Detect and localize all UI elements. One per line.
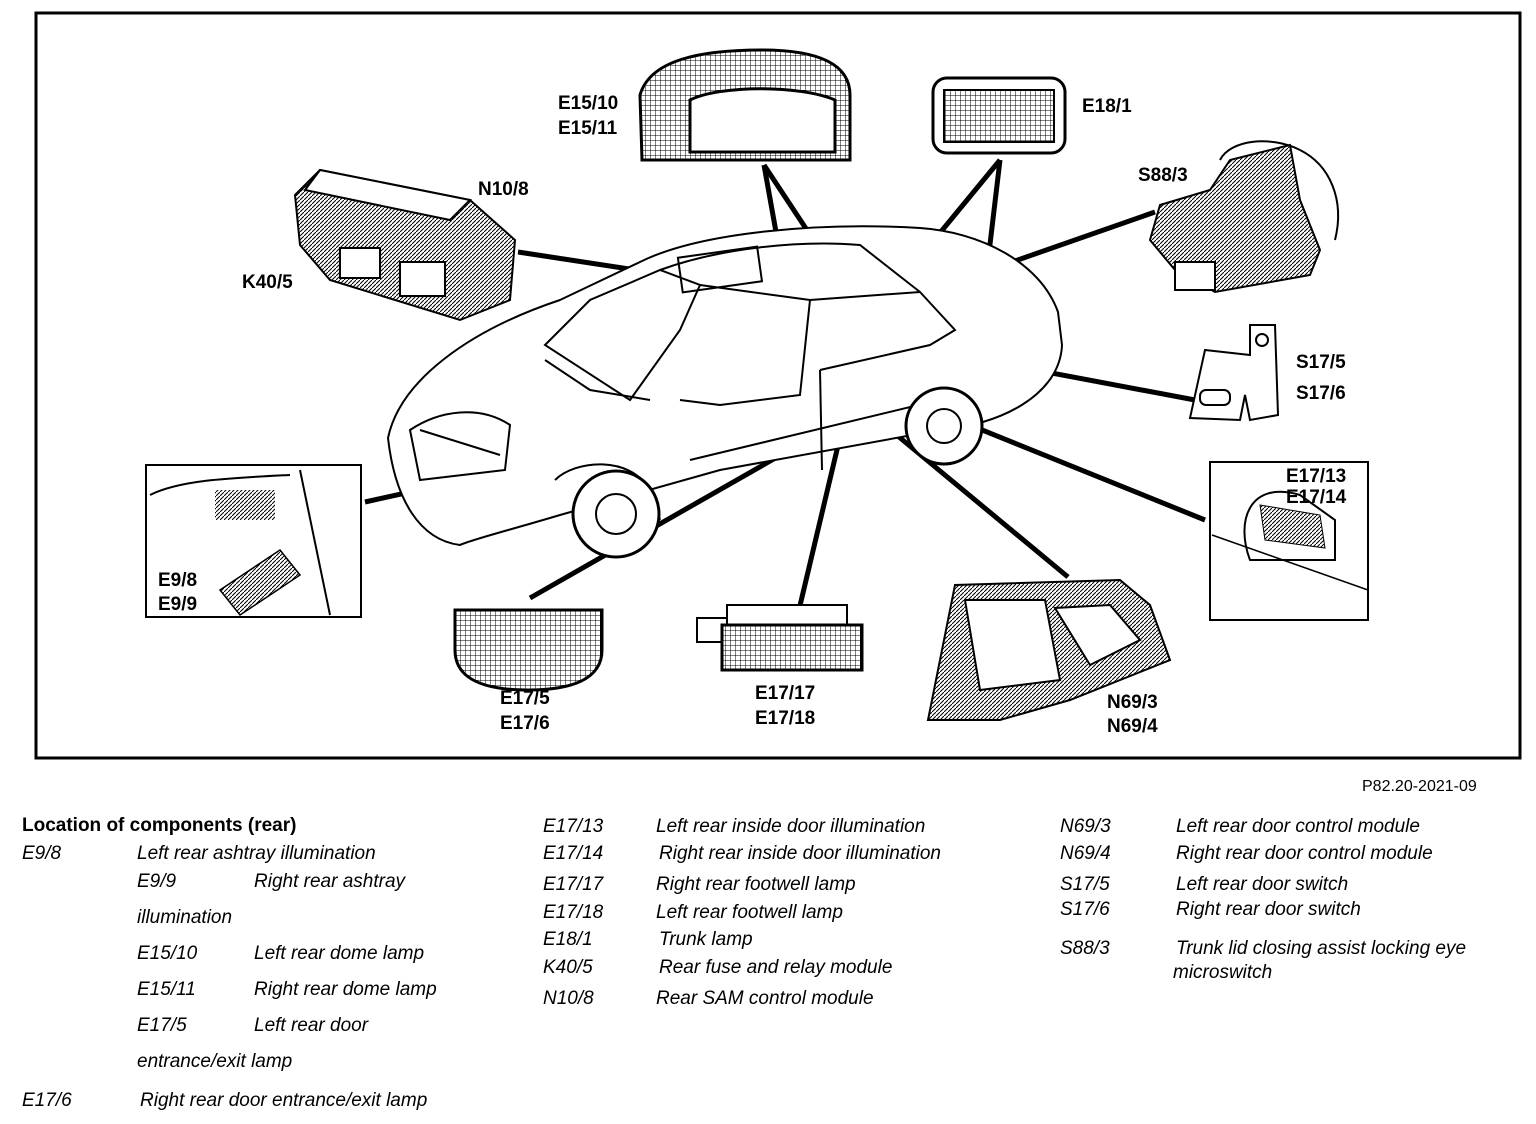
legend-code-e17-14: E17/14 [543, 843, 604, 864]
legend-code-e9-8: E9/8 [22, 843, 62, 864]
legend-code-e17-6: E17/6 [22, 1090, 72, 1111]
legend-code-s88-3: S88/3 [1060, 938, 1110, 959]
callout-n10-8: N10/8 [478, 179, 529, 200]
legend-desc-e17-6: Right rear door entrance/exit lamp [140, 1090, 428, 1111]
callout-e17-17: E17/17 [755, 683, 816, 704]
dome-lamp-illustration [638, 48, 852, 162]
legend-code-k40-5: K40/5 [543, 957, 593, 978]
legend-desc-e15-10: Left rear dome lamp [254, 943, 425, 964]
legend-desc-e17-5-cont: entrance/exit lamp [137, 1051, 293, 1072]
legend-code-e17-13: E17/13 [543, 816, 604, 837]
car-illustration [386, 225, 1064, 559]
legend-desc-s88-3-cont: microswitch [1173, 962, 1273, 983]
legend-desc-e9-9-cont: illumination [137, 907, 233, 928]
callout-s88-3: S88/3 [1138, 165, 1188, 186]
legend-code-n69-3: N69/3 [1060, 816, 1111, 837]
callout-e9-9: E9/9 [158, 594, 198, 615]
callout-e17-13: E17/13 [1286, 466, 1347, 487]
inside-door-illumination-inset [1209, 461, 1369, 621]
legend-desc-s17-6: Right rear door switch [1176, 899, 1361, 920]
legend-desc-e18-1: Trunk lamp [659, 929, 753, 950]
legend-code-e17-17: E17/17 [543, 874, 604, 895]
callout-s17-6: S17/6 [1296, 383, 1346, 404]
entrance-exit-lamp-illustration [453, 608, 604, 692]
legend-desc-s17-5: Left rear door switch [1176, 874, 1349, 895]
callout-e18-1: E18/1 [1082, 96, 1132, 117]
legend-code-e15-11: E15/11 [137, 979, 196, 1000]
callout-n69-3: N69/3 [1107, 692, 1158, 713]
legend-desc-e17-18: Left rear footwell lamp [656, 902, 843, 923]
legend-code-e18-1: E18/1 [543, 929, 593, 950]
legend-desc-n69-4: Right rear door control module [1176, 843, 1433, 864]
legend-code-e17-5: E17/5 [137, 1015, 187, 1036]
legend-code-n69-4: N69/4 [1060, 843, 1111, 864]
legend-desc-e9-9: Right rear ashtray [254, 871, 406, 892]
legend-desc-e17-5: Left rear door [254, 1015, 369, 1036]
callout-n69-4: N69/4 [1107, 716, 1158, 737]
legend-desc-e17-14: Right rear inside door illumination [659, 843, 941, 864]
footwell-lamp-illustration [696, 604, 864, 672]
legend-desc-k40-5: Rear fuse and relay module [659, 957, 893, 978]
callout-e15-11: E15/11 [558, 118, 618, 139]
trunk-lamp-illustration [931, 76, 1067, 155]
legend-title: Location of components (rear) [22, 815, 297, 836]
legend-code-n10-8: N10/8 [543, 988, 594, 1009]
legend-desc-e17-17: Right rear footwell lamp [656, 874, 856, 895]
legend-code-e17-18: E17/18 [543, 902, 604, 923]
microswitch-illustration [1148, 140, 1340, 294]
callout-e15-10: E15/10 [558, 93, 619, 114]
legend-code-e9-9: E9/9 [137, 871, 177, 892]
callout-s17-5: S17/5 [1296, 352, 1346, 373]
legend-desc-s88-3: Trunk lid closing assist locking eye [1176, 938, 1467, 959]
legend-desc-n69-3: Left rear door control module [1176, 816, 1420, 837]
legend-code-e15-10: E15/10 [137, 943, 198, 964]
callout-e9-8: E9/8 [158, 570, 198, 591]
legend-code-s17-6: S17/6 [1060, 899, 1110, 920]
callout-e17-6: E17/6 [500, 713, 550, 734]
callout-k40-5: K40/5 [242, 272, 293, 293]
door-switch-illustration [1188, 324, 1280, 422]
legend-desc-e15-11: Right rear dome lamp [254, 979, 437, 1000]
callout-e17-18: E17/18 [755, 708, 816, 729]
legend-desc-e17-13: Left rear inside door illumination [656, 816, 926, 837]
legend-desc-n10-8: Rear SAM control module [656, 988, 874, 1009]
figure-id: P82.20-2021-09 [1362, 778, 1477, 795]
ashtray-illumination-inset [145, 464, 362, 618]
fuse-relay-module-illustration [293, 168, 517, 322]
callout-e17-14: E17/14 [1286, 487, 1347, 508]
door-control-module-illustration [926, 578, 1172, 721]
callout-e17-5: E17/5 [500, 688, 550, 709]
legend-desc-e9-8: Left rear ashtray illumination [137, 843, 376, 864]
legend-code-s17-5: S17/5 [1060, 874, 1110, 895]
diagram-frame [34, 11, 1522, 760]
